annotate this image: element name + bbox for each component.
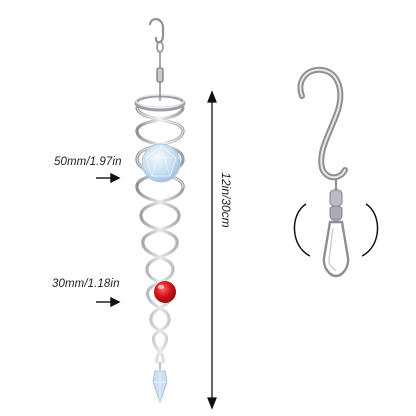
arrow-icon bbox=[96, 296, 121, 308]
crystal-sphere bbox=[141, 143, 181, 183]
ball-size-label: 30mm/1.18in bbox=[52, 278, 120, 290]
swivel-clip-icon bbox=[322, 180, 350, 278]
crystal-size-label: 50mm/1.97in bbox=[54, 156, 122, 168]
height-dimension-icon bbox=[207, 90, 217, 410]
crystal-drop bbox=[152, 362, 168, 404]
height-label-text: 12in/30cm bbox=[219, 172, 233, 228]
arrow-icon bbox=[96, 172, 121, 184]
rotation-arc-icon bbox=[293, 203, 379, 257]
red-ball bbox=[154, 281, 176, 303]
top-hook-icon bbox=[148, 18, 165, 44]
top-ring bbox=[134, 92, 186, 112]
swivel-chain-icon bbox=[156, 41, 164, 92]
s-hook-icon bbox=[297, 66, 348, 181]
